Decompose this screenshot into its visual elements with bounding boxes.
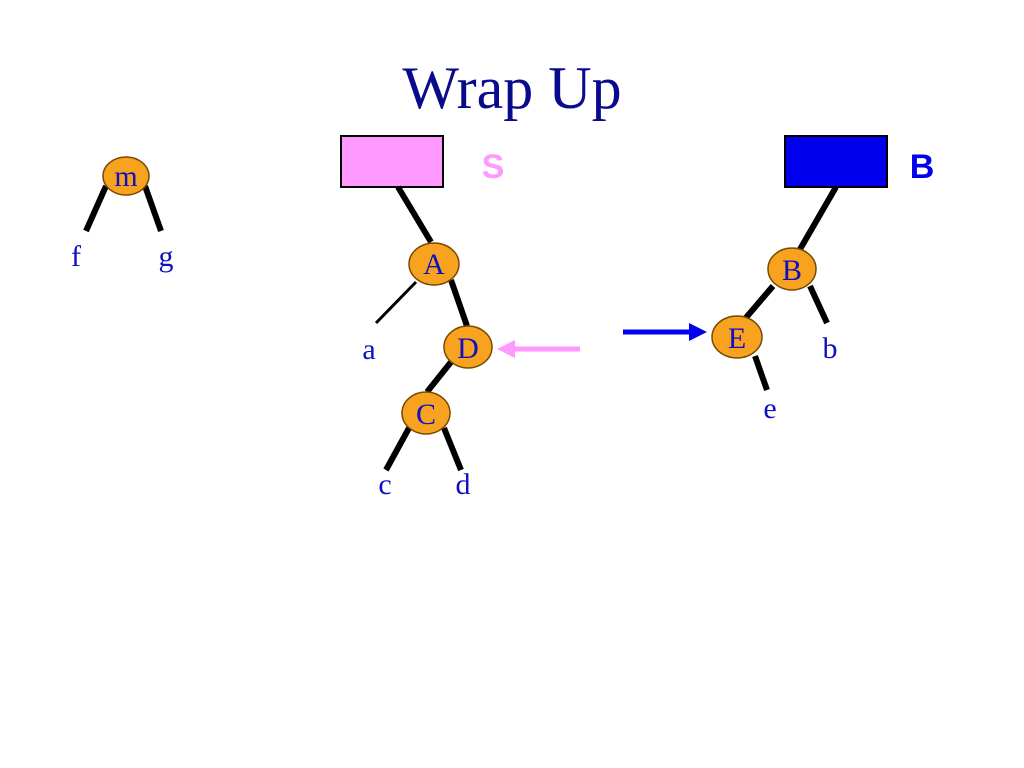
- s-box-label: S: [482, 148, 505, 186]
- edge-m-f: [83, 184, 109, 233]
- node-m: [102, 156, 150, 196]
- node-d: [443, 325, 493, 369]
- node-a-label: A: [423, 248, 445, 281]
- b-arrow-head: [689, 323, 707, 341]
- node-c: [401, 391, 451, 435]
- leaf-b-label: b: [823, 332, 838, 365]
- node-m-label: m: [114, 160, 137, 193]
- b-box: [784, 135, 888, 188]
- b-arrow: [623, 323, 707, 341]
- leaf-f-label: f: [71, 240, 81, 273]
- s-arrow-head: [497, 340, 515, 358]
- b-box-label: B: [910, 148, 935, 186]
- edge-m-g: [142, 184, 164, 233]
- leaf-d-label: d: [456, 468, 471, 501]
- leaf-a-label: a: [362, 333, 375, 366]
- leaf-g-label: g: [159, 240, 174, 273]
- edge-b-b: [796, 185, 839, 253]
- node-d-label: D: [457, 332, 479, 365]
- node-c-label: C: [416, 398, 436, 431]
- edge-s-a: [395, 185, 434, 244]
- b-tree: B B E b e: [623, 135, 935, 425]
- node-b: [767, 247, 817, 291]
- node-e-label: E: [728, 322, 746, 355]
- edge-a-a: [374, 280, 418, 325]
- s-arrow: [497, 340, 580, 358]
- small-tree: m f g: [71, 156, 174, 273]
- leaf-c-label: c: [378, 468, 391, 501]
- node-e: [711, 315, 763, 359]
- edge-e-e: [752, 355, 770, 391]
- edge-c-c: [383, 426, 412, 472]
- s-tree: S A D C a c d: [340, 135, 580, 501]
- s-box: [340, 135, 444, 188]
- edge-b-e: [741, 284, 776, 322]
- node-a: [408, 242, 460, 286]
- edge-a-d: [448, 279, 470, 327]
- leaf-e-label: e: [763, 392, 776, 425]
- node-b-label: B: [782, 254, 802, 287]
- edge-d-c: [424, 360, 454, 394]
- slide-title: Wrap Up: [402, 55, 621, 121]
- edge-c-d: [441, 426, 464, 472]
- edge-b-leaf-b: [807, 284, 830, 325]
